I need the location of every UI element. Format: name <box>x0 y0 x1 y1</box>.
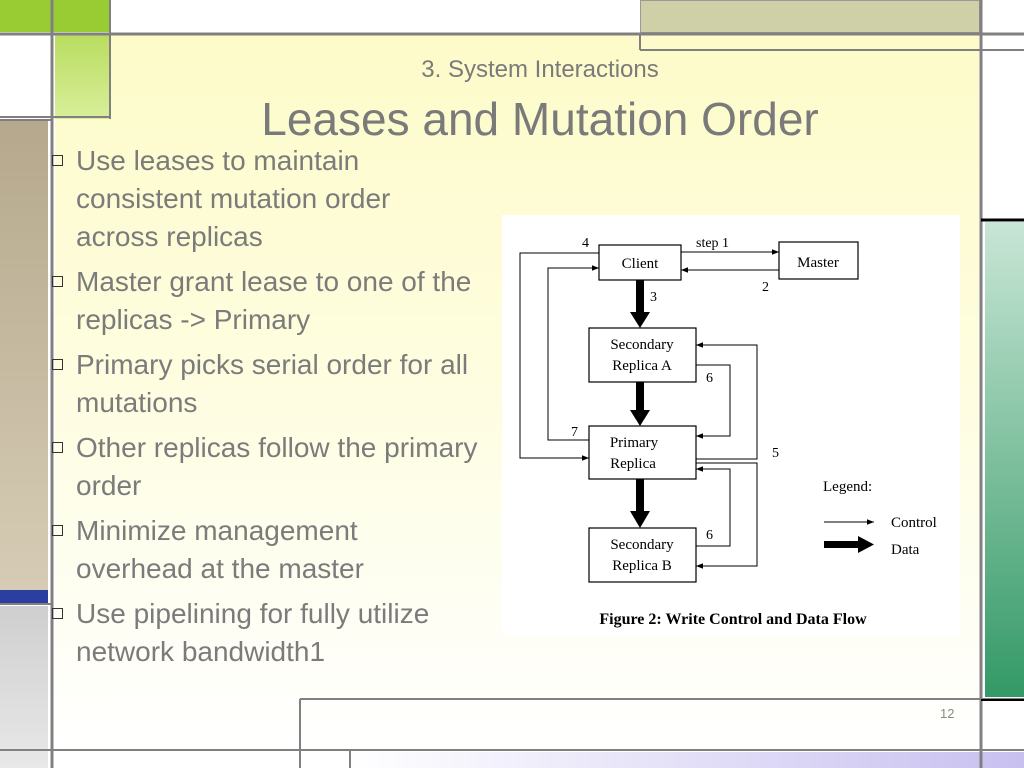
bullet-item: Master grant lease to one of the replica… <box>48 263 478 339</box>
primary-label-2: Replica <box>610 456 656 472</box>
legend-control-label: Control <box>891 515 937 531</box>
data-arrow-client-to-a <box>630 280 650 328</box>
secondary-a-label-2: Replica A <box>612 358 672 374</box>
slide-subtitle: 3. System Interactions <box>421 56 659 83</box>
client-box <box>598 244 682 281</box>
step6b-label: 6 <box>706 528 713 543</box>
step3-label: 3 <box>650 290 657 305</box>
arrow-step6-from-b <box>696 466 731 547</box>
legend-title: Legend: <box>823 479 872 495</box>
master-label: Master <box>797 255 839 271</box>
bullet-text: Other replicas follow the primary order <box>76 432 478 501</box>
arrow-step6-from-a <box>696 364 731 439</box>
legend-data-arrow <box>824 536 874 553</box>
square-bullet-icon <box>52 359 63 370</box>
gray-left-lower-block <box>0 606 48 768</box>
arrow-step5-to-a <box>696 342 758 460</box>
figure-panel <box>502 215 960 635</box>
arrow-step5-to-b <box>696 462 758 569</box>
olive-top-block <box>640 0 980 33</box>
square-bullet-icon <box>52 525 63 536</box>
bullet-text: Master grant lease to one of the replica… <box>76 266 472 335</box>
page-number: 12 <box>940 706 955 721</box>
step6a-label: 6 <box>706 371 713 386</box>
slide-title: Leases and Mutation Order <box>261 93 819 145</box>
green-top-block <box>0 0 110 32</box>
bullet-text: Primary picks serial order for all mutat… <box>76 349 469 418</box>
arrow-step7 <box>547 265 599 441</box>
bullet-item: Use leases to maintain consistent mutati… <box>48 142 478 256</box>
bullet-item: Minimize management overhead at the mast… <box>48 512 478 588</box>
tan-left-block <box>0 120 48 590</box>
step1-label: step 1 <box>696 236 729 251</box>
secondary-b-box <box>588 527 697 583</box>
data-arrow-primary-to-b <box>630 479 650 528</box>
primary-label-1: Primary <box>610 435 659 451</box>
bullet-text: Minimize management overhead at the mast… <box>76 515 364 584</box>
square-bullet-icon <box>52 442 63 453</box>
step2-label: 2 <box>762 280 769 295</box>
green-inner-block <box>55 35 110 119</box>
arrow-step4 <box>519 252 599 461</box>
lavender-bottom-strip <box>350 752 1024 768</box>
step5-label: 5 <box>772 446 779 461</box>
navy-left-stripe <box>0 590 48 604</box>
teal-right-block <box>985 222 1024 697</box>
bullet-list: Use leases to maintain consistent mutati… <box>48 142 478 678</box>
step7-label: 7 <box>571 425 578 440</box>
square-bullet-icon <box>52 276 63 287</box>
square-bullet-icon <box>52 155 63 166</box>
secondary-b-label-1: Secondary <box>610 537 674 553</box>
bullet-item: Use pipelining for fully utilize network… <box>48 595 478 671</box>
square-bullet-icon <box>52 608 63 619</box>
primary-box <box>588 425 697 480</box>
bullet-text: Use pipelining for fully utilize network… <box>76 598 430 667</box>
secondary-a-label-1: Secondary <box>610 337 674 353</box>
bullet-item: Other replicas follow the primary order <box>48 429 478 505</box>
client-label: Client <box>622 256 659 272</box>
secondary-b-label-2: Replica B <box>612 558 672 574</box>
bullet-text: Use leases to maintain consistent mutati… <box>76 145 391 252</box>
secondary-a-box <box>588 327 697 383</box>
figure-caption: Figure 2: Write Control and Data Flow <box>599 611 867 628</box>
bullet-item: Primary picks serial order for all mutat… <box>48 346 478 422</box>
master-box <box>778 241 859 280</box>
legend-data-label: Data <box>891 542 920 558</box>
step4-label: 4 <box>582 236 589 251</box>
data-arrow-a-to-primary <box>630 382 650 426</box>
